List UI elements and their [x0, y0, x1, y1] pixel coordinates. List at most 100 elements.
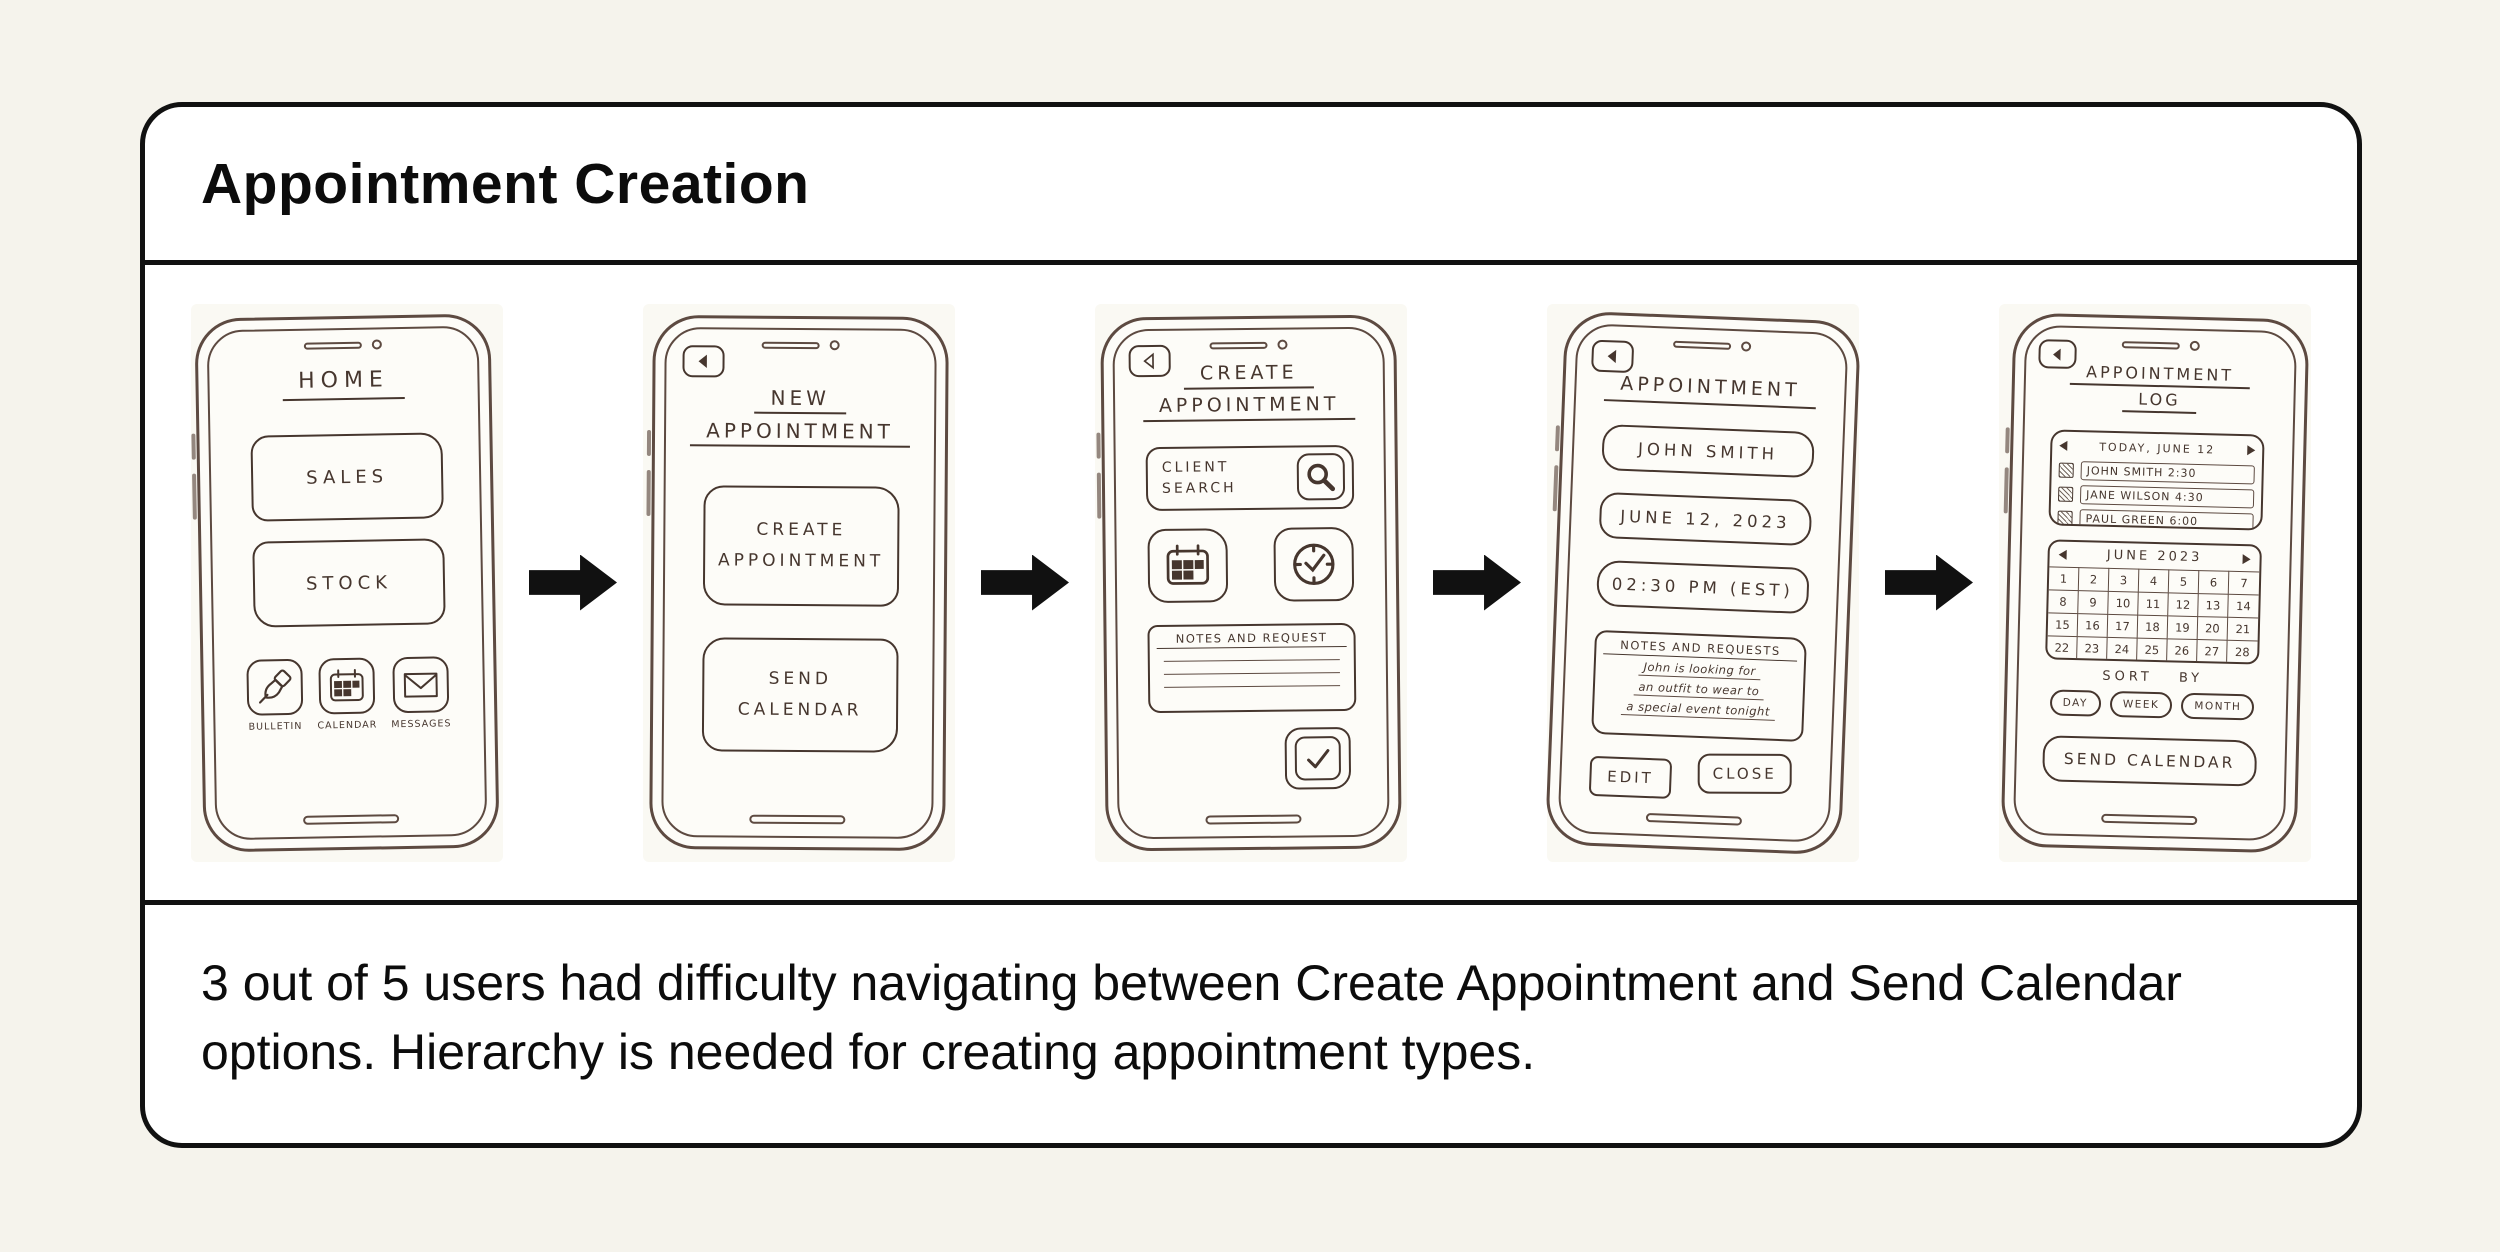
- camera-dot-icon: [371, 338, 382, 350]
- confirm-button: [1284, 726, 1352, 790]
- calendar-day: 19: [2167, 614, 2199, 639]
- speaker-slot-icon: [1209, 340, 1268, 349]
- sort-day-button: DAY: [2049, 688, 2102, 717]
- home-indicator: [303, 813, 400, 825]
- research-note-section: 3 out of 5 users had difficulty navigati…: [145, 905, 2357, 1143]
- calendar-day: 2: [2078, 566, 2110, 591]
- client-search-label: CLIENT SEARCH: [1161, 458, 1237, 497]
- calendar-day: 23: [2077, 635, 2108, 660]
- notes-header: NOTES AND REQUEST: [1156, 629, 1347, 649]
- calendar-grid: 1 2 3 4 5 6 7 8 9 10 11 12 13: [2047, 565, 2260, 664]
- calendar-day: 7: [2228, 570, 2260, 595]
- dock-item-calendar: CALENDAR: [316, 657, 377, 731]
- back-button: [1591, 339, 1635, 373]
- back-button: [1128, 344, 1171, 377]
- calendar-day: 13: [2198, 592, 2229, 617]
- camera-dot-icon: [829, 339, 840, 350]
- calendar-day: 8: [2048, 588, 2079, 613]
- notes-and-requests-box: NOTES AND REQUESTS John is looking for a…: [1591, 629, 1807, 742]
- time-picker-button: [1273, 526, 1355, 602]
- back-button: [2038, 338, 2077, 369]
- phone-notch: [303, 338, 382, 350]
- appointment-entry: PAUL GREEN 6:00: [2079, 508, 2254, 531]
- camera-dot-icon: [2189, 340, 2200, 351]
- clock-icon: [1293, 543, 1335, 585]
- calendar-day: 11: [2138, 591, 2169, 615]
- notes-and-request-box: NOTES AND REQUEST: [1147, 622, 1357, 713]
- calendar-day: 22: [2047, 634, 2078, 659]
- home-indicator: [1645, 812, 1743, 826]
- wireframe-phone-create-appointment: CREATE APPOINTMENT CLIENT SEARCH: [1100, 313, 1402, 852]
- sketch-scan-appointment: APPOINTMENT JOHN SMITH JUNE 12, 2023 02:…: [1544, 303, 1862, 862]
- back-arrow-icon: [698, 354, 707, 368]
- stock-button: STOCK: [252, 537, 446, 628]
- home-indicator: [2101, 813, 2198, 825]
- phone-screen: NEW APPOINTMENT CREATE APPOINTMENT SEND …: [661, 326, 937, 839]
- today-header-label: TODAY, JUNE 12: [2099, 439, 2216, 456]
- calendar-day: 14: [2228, 593, 2259, 618]
- calendar-day: 26: [2167, 637, 2198, 662]
- next-triangle-icon: [2242, 553, 2251, 564]
- calendar-day: 5: [2168, 568, 2200, 593]
- sort-week-button: WEEK: [2109, 690, 2173, 718]
- wireframe-flow-section: HOME SALES STOCK BULL: [145, 265, 2357, 905]
- research-note-text: 3 out of 5 users had difficulty navigati…: [201, 955, 2182, 1080]
- sketch-scan-new-appointment: NEW APPOINTMENT CREATE APPOINTMENT SEND …: [643, 303, 955, 862]
- date-picker-button: [1147, 527, 1229, 603]
- sketch-scan-create-appointment: CREATE APPOINTMENT CLIENT SEARCH: [1095, 303, 1407, 862]
- camera-dot-icon: [1277, 339, 1288, 350]
- calendar-day: 27: [2197, 638, 2228, 663]
- close-button: CLOSE: [1697, 753, 1792, 794]
- sketch-scan-appointment-log: APPOINTMENT LOG TODAY, JUNE 12 JOHN SMIT…: [1999, 303, 2311, 862]
- appointment-list-item: JOHN SMITH 2:30: [2058, 460, 2255, 484]
- calendar-day: 21: [2227, 616, 2259, 641]
- phone-screen: CREATE APPOINTMENT CLIENT SEARCH: [1112, 326, 1390, 839]
- flow-arrow-icon: [981, 554, 1069, 611]
- home-screen-title: HOME: [209, 365, 478, 402]
- client-name-field: JOHN SMITH: [1601, 423, 1815, 478]
- prev-triangle-icon: [2058, 548, 2067, 559]
- search-button: [1296, 452, 1346, 501]
- send-calendar-button: SEND CALENDAR: [2042, 734, 2258, 787]
- dock-item-messages: MESSAGES: [390, 655, 452, 730]
- checkmark-icon: [1307, 748, 1330, 768]
- today-appointments-panel: TODAY, JUNE 12 JOHN SMITH 2:30 JANE WILS…: [2048, 428, 2265, 531]
- speaker-slot-icon: [2121, 340, 2180, 349]
- calendar-day: 4: [2138, 568, 2170, 592]
- home-dock: BULLETIN: [214, 655, 483, 733]
- edit-button: EDIT: [1588, 755, 1673, 799]
- sales-button: SALES: [250, 431, 444, 522]
- flow-arrow-icon: [529, 554, 617, 611]
- time-field: 02:30 PM (EST): [1596, 559, 1810, 614]
- phone-screen: HOME SALES STOCK BULL: [206, 325, 488, 840]
- calendar-month-label: JUNE 2023: [2106, 547, 2203, 565]
- note-blank-line: [1163, 646, 1340, 662]
- calendar-day: 16: [2077, 612, 2109, 637]
- send-calendar-button: SEND CALENDAR: [701, 636, 899, 753]
- calendar-day: 9: [2078, 589, 2109, 614]
- calendar-day: 10: [2108, 590, 2139, 615]
- avatar-hatch-icon: [2057, 486, 2074, 502]
- sort-by-label: SORT BY: [2102, 668, 2204, 686]
- calendar-icon: [1166, 543, 1210, 585]
- calendar-day: 20: [2197, 615, 2229, 640]
- flow-arrow-icon: [1885, 554, 1973, 611]
- appointment-entry: JANE WILSON 4:30: [2079, 484, 2255, 508]
- page-title: Appointment Creation: [201, 151, 810, 216]
- next-triangle-icon: [2247, 444, 2256, 455]
- appointment-list-item: JANE WILSON 4:30: [2057, 484, 2255, 508]
- dock-label: BULLETIN: [248, 720, 303, 733]
- date-time-picker-row: [1116, 526, 1385, 603]
- home-indicator: [749, 814, 846, 824]
- today-panel-header: TODAY, JUNE 12: [2059, 435, 2256, 460]
- new-appointment-title: NEW APPOINTMENT: [666, 385, 934, 455]
- appointment-log-title: APPOINTMENT LOG: [2025, 362, 2294, 421]
- avatar-hatch-icon: [2057, 510, 2073, 526]
- note-line: John is looking for: [1638, 659, 1762, 680]
- phone-notch: [2121, 339, 2200, 351]
- dock-label: CALENDAR: [317, 718, 378, 732]
- avatar-hatch-icon: [2058, 462, 2074, 478]
- sketch-scan-home: HOME SALES STOCK BULL: [191, 303, 503, 862]
- create-appointment-button: CREATE APPOINTMENT: [702, 484, 900, 607]
- sort-month-button: MONTH: [2181, 692, 2255, 720]
